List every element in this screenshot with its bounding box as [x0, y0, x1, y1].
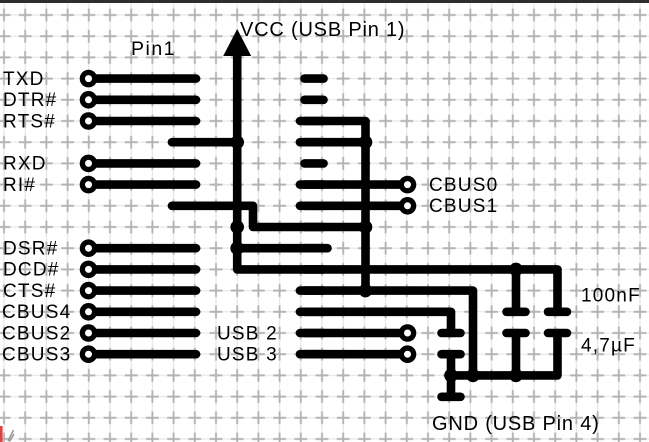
left-pin-traces — [91, 74, 201, 359]
net-labels: VCC (USB Pin 1) Pin1 TXD DTR# RTS# RXD R… — [2, 19, 641, 435]
label-txd: TXD — [3, 69, 45, 90]
right-pad-column — [300, 74, 328, 359]
junction-dot — [358, 220, 373, 234]
terminal-usb3 — [398, 345, 417, 364]
junction-dot — [230, 220, 244, 234]
vcc-arrow-icon — [223, 29, 252, 56]
terminal-cbus3 — [79, 345, 98, 364]
label-cbus3: CBUS3 — [2, 345, 71, 366]
label-usb2: USB 2 — [217, 323, 278, 344]
label-gnd: GND (USB Pin 4) — [432, 413, 600, 435]
wire-row11-gnd — [295, 286, 478, 380]
wire-vcc-rail — [232, 41, 562, 317]
label-cbus1: CBUS1 — [429, 196, 498, 217]
label-dcd: DCD# — [3, 260, 60, 281]
terminal-ri — [79, 175, 98, 194]
label-cbus0: CBUS0 — [429, 175, 498, 196]
terminal-rts — [79, 112, 98, 130]
label-dtr: DTR# — [3, 90, 57, 111]
label-vcc: VCC (USB Pin 1) — [240, 19, 405, 41]
junction-dot — [230, 241, 244, 255]
label-rxd: RXD — [3, 154, 47, 175]
terminal-txd — [79, 69, 98, 88]
terminal-cts — [79, 281, 98, 300]
label-cap-100nf: 100nF — [581, 286, 641, 307]
terminal-dcd — [79, 260, 98, 279]
text-cursor-mark — [0, 426, 3, 442]
label-cap-4u7: 4,7µF — [581, 336, 636, 357]
label-cts: CTS# — [3, 281, 56, 302]
pencil-cursor-icon — [7, 429, 15, 442]
terminal-usb2 — [398, 324, 417, 342]
junction-dots — [230, 135, 523, 383]
junction-dot — [444, 368, 458, 383]
label-cbus2: CBUS2 — [2, 323, 71, 344]
label-dsr: DSR# — [3, 239, 58, 260]
label-cbus4: CBUS4 — [2, 302, 71, 323]
junction-dot — [230, 135, 244, 149]
terminal-cbus1 — [398, 197, 417, 215]
terminal-dsr — [79, 239, 98, 257]
capacitors — [437, 307, 572, 402]
junction-dot — [509, 262, 523, 277]
label-ri: RI# — [3, 175, 36, 196]
wire-gnd-rail — [444, 328, 562, 380]
terminal-rxd — [79, 154, 98, 173]
pin-terminals — [79, 69, 417, 364]
junction-dot — [358, 135, 373, 149]
terminal-cbus4 — [79, 303, 98, 321]
label-rts: RTS# — [3, 111, 56, 132]
label-usb3: USB 3 — [217, 345, 278, 366]
terminal-dtr — [79, 91, 98, 109]
label-pin1: Pin1 — [131, 38, 176, 60]
terminal-cbus0 — [398, 175, 417, 194]
window-top-border — [0, 0, 649, 3]
junction-dot — [509, 368, 523, 383]
terminal-cbus2 — [79, 324, 98, 342]
junction-dot — [358, 283, 373, 298]
junction-dot — [466, 368, 480, 383]
wire-row12-cap — [295, 307, 456, 338]
cursor-artifact — [0, 426, 15, 442]
